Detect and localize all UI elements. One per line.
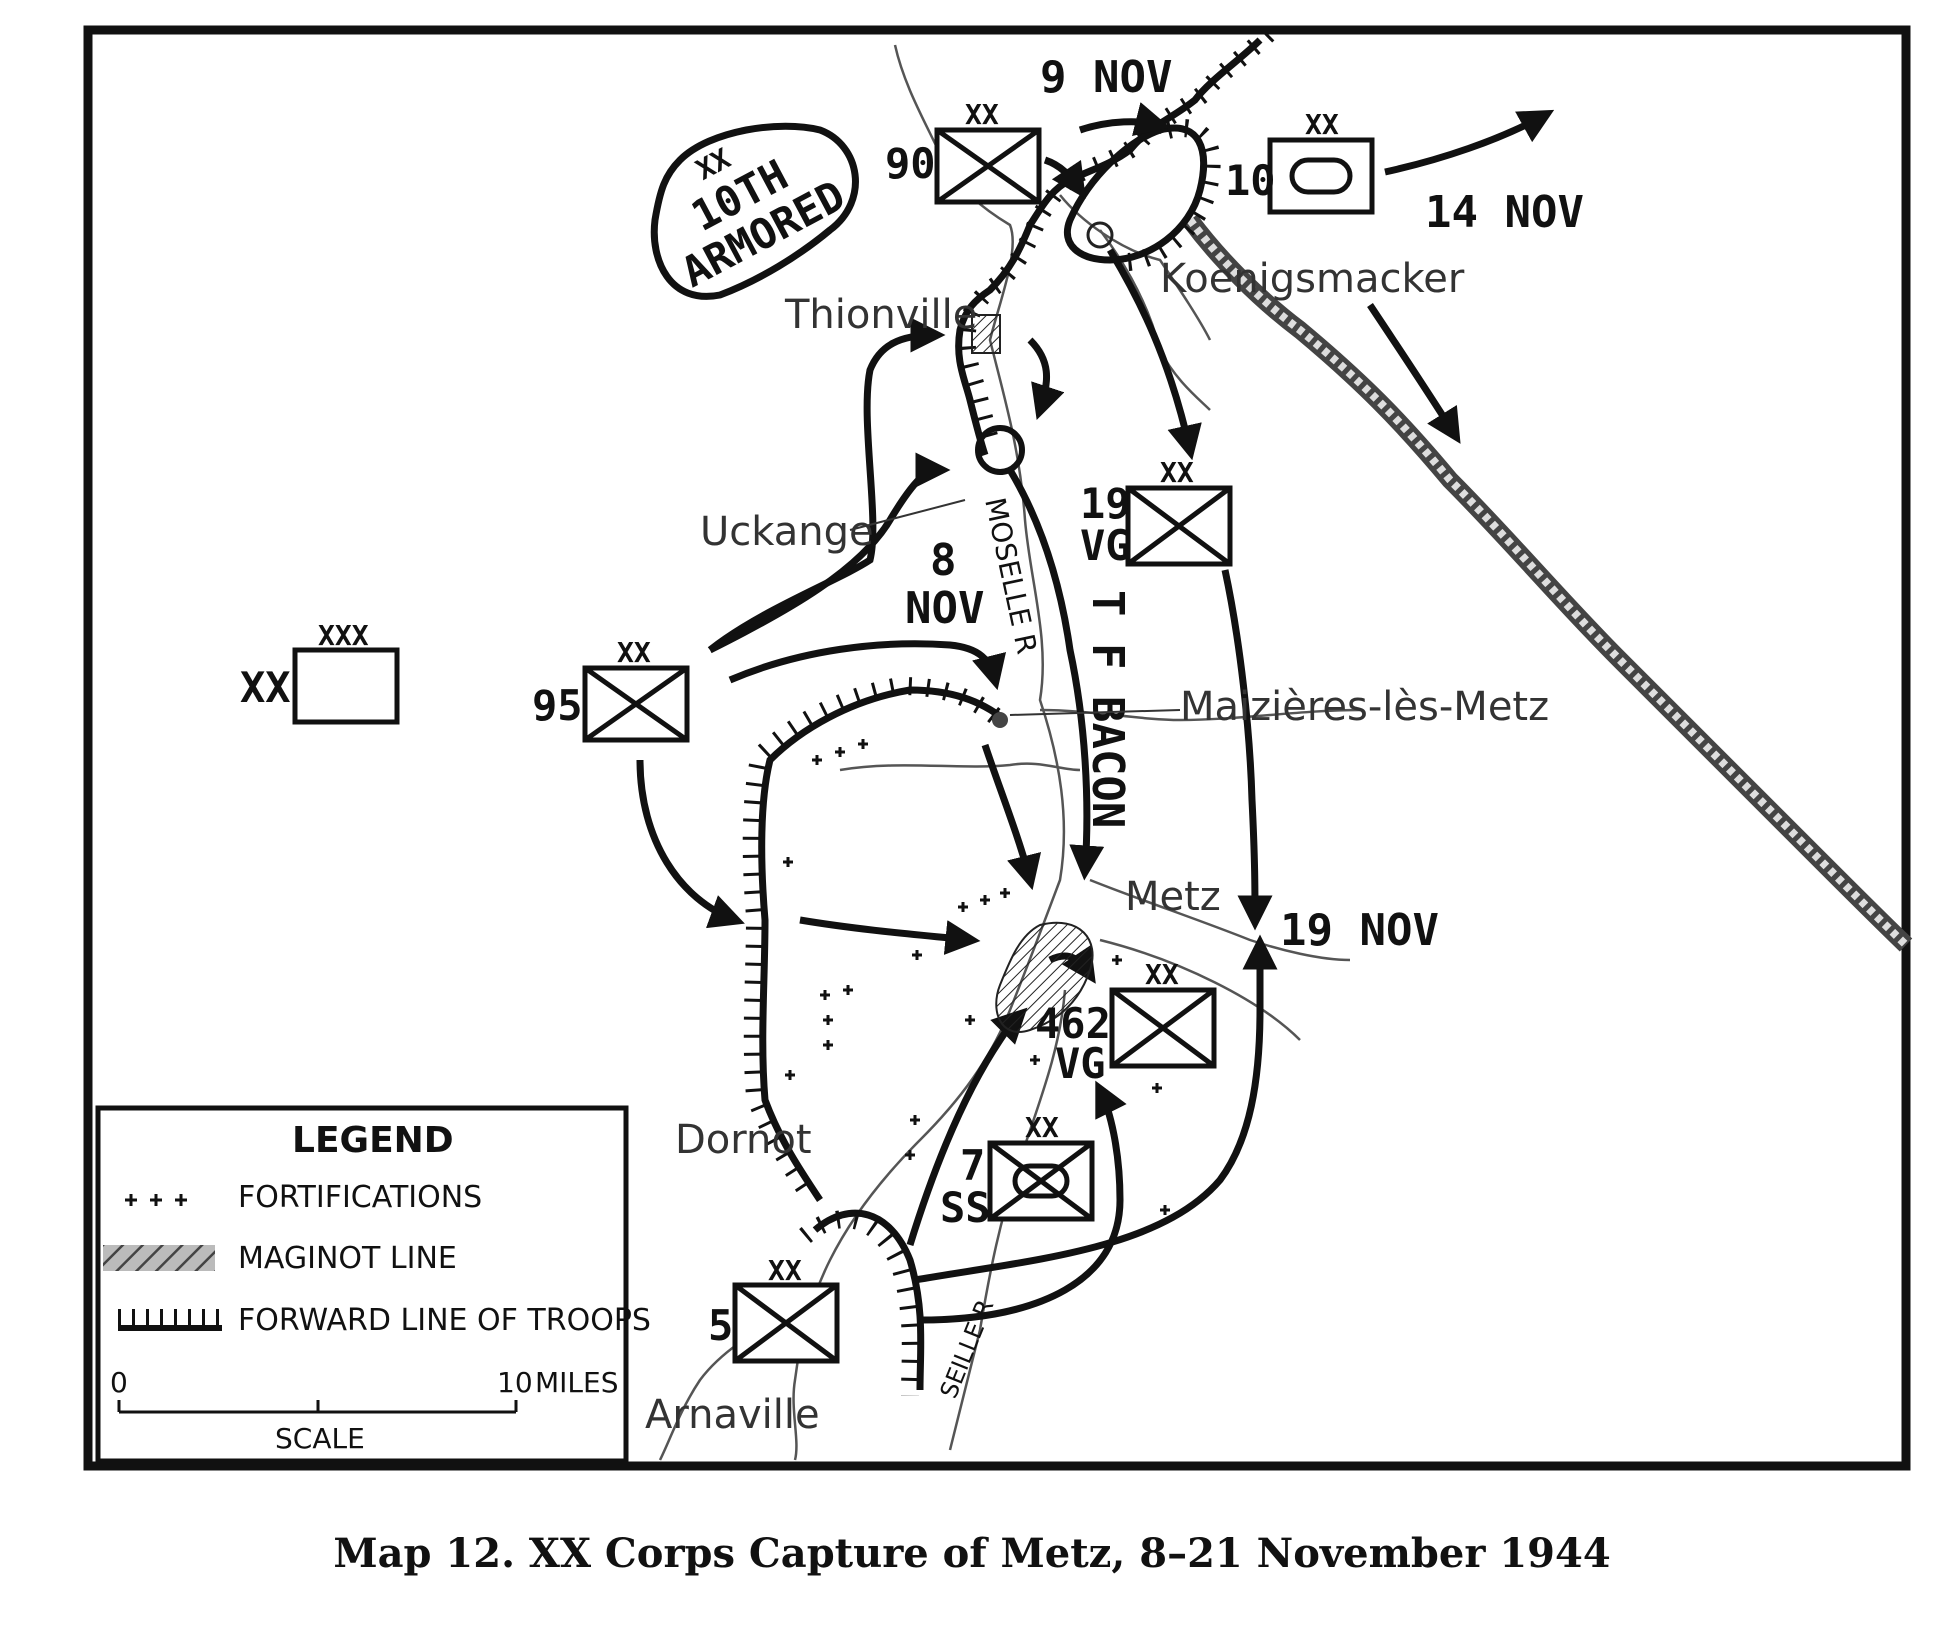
arrow-90-southeast [1043, 156, 1086, 199]
div-462vg-line1: 462 [1035, 999, 1111, 1048]
legend-forward-line-label: FORWARD LINE OF TROOPS [238, 1303, 651, 1338]
arrow-8nov-lower [728, 640, 1007, 691]
arrow-7ss-north [919, 1080, 1127, 1324]
task-force-bacon-label: T F BACON [1082, 590, 1133, 828]
legend-fortifications-symbol [125, 1194, 187, 1206]
legend-scale-unit: MILES [535, 1366, 618, 1399]
div-10-echelon: XX [1305, 108, 1339, 141]
unit-symbols [292, 127, 1375, 1364]
arrow-maizieres-south [981, 743, 1042, 891]
div-7ss-line1: 7 [960, 1141, 985, 1190]
arrow-95-south [636, 759, 745, 929]
div-5-echelon: XX [768, 1254, 802, 1287]
legend: LEGEND FORTIFICATIONS MAGINOT LINE FORWA… [95, 1105, 651, 1464]
legend-box [95, 1105, 629, 1464]
corps-xx-designation: XX [240, 663, 291, 712]
div-95-echelon: XX [617, 636, 651, 669]
unit-box-10 [1267, 137, 1375, 215]
unit-box-5 [732, 1282, 840, 1364]
place-metz: Metz [1125, 874, 1221, 920]
forward-line-north [955, 37, 1263, 457]
tenth-armored-area [650, 122, 859, 300]
div-19vg-echelon: XX [1160, 456, 1194, 489]
arrow-10-northeast [1384, 109, 1555, 176]
legend-scale-tick-10: 10 [497, 1366, 533, 1399]
date-8-nov-line2: NOV [905, 583, 984, 634]
legend-scale-tick-0: 0 [110, 1366, 128, 1399]
moselle-branch-north [1059, 194, 1212, 341]
place-uckange: Uckange [700, 509, 874, 555]
div-10-designation: 10 [1225, 156, 1276, 205]
arrow-thionville-down [1027, 337, 1065, 420]
div-90-designation: 90 [885, 139, 936, 188]
date-14-nov: 14 NOV [1425, 187, 1584, 238]
place-arnaville: Arnaville [645, 1392, 820, 1438]
unit-box-90 [934, 127, 1042, 205]
uckange-leader-line [849, 499, 966, 531]
div-462vg-echelon: XX [1145, 958, 1179, 991]
arrow-14nov-southeast [1367, 303, 1461, 444]
date-9-nov: 9 NOV [1040, 52, 1172, 103]
unit-box-462vg [1109, 987, 1217, 1069]
legend-scale-bar [117, 1400, 518, 1414]
place-thionville: Thionville [784, 292, 977, 338]
arrow-5-north-east [914, 934, 1278, 1284]
div-462vg-line2: VG [1055, 1039, 1106, 1088]
maginot-line [1182, 214, 1913, 952]
div-5-designation: 5 [708, 1301, 733, 1350]
arrow-thionville-loop [707, 317, 946, 653]
arrow-tf-bacon [1006, 468, 1105, 881]
date-8-nov-line1: 8 [930, 535, 957, 586]
seille-river [948, 989, 1067, 1451]
legend-title: LEGEND [292, 1120, 454, 1161]
place-maizieres: Maizières-lès-Metz [1180, 684, 1549, 730]
unit-box-corps-xx [292, 647, 400, 725]
legend-maginot-label: MAGINOT LINE [238, 1241, 457, 1276]
arnaville-bridgehead-ticks [799, 1210, 920, 1397]
unit-box-7ss [987, 1140, 1095, 1222]
arrow-90-east [1078, 102, 1171, 137]
place-koenigsmacker: Koenigsmacker [1160, 256, 1465, 302]
arrow-19vg-south [1221, 569, 1273, 931]
arrow-8nov-upper [708, 452, 951, 654]
arnaville-bridgehead [812, 1209, 925, 1391]
legend-fortifications-label: FORTIFICATIONS [238, 1180, 482, 1215]
uckange-town [975, 425, 1025, 475]
div-95-designation: 95 [532, 681, 583, 730]
arrow-koenigsmacker-south [1106, 248, 1202, 461]
legend-maginot-symbol [103, 1245, 215, 1271]
div-90-echelon: XX [965, 98, 999, 131]
div-19vg-line1: 19 [1080, 479, 1131, 528]
thionville-town [971, 314, 1001, 354]
div-19vg-line2: VG [1080, 521, 1131, 570]
date-19-nov: 19 NOV [1280, 905, 1439, 956]
metz-tributary-east [1099, 938, 1301, 1041]
moselle-river [792, 44, 1066, 1461]
div-7ss-echelon: XX [1025, 1111, 1059, 1144]
forward-lines [742, 27, 1275, 1397]
legend-forward-line-symbol [118, 1309, 222, 1331]
arrow-west-metz [799, 916, 981, 955]
maizieres-leader-line [1009, 709, 1181, 716]
unit-box-19vg [1125, 485, 1233, 567]
fortifications [783, 739, 1170, 1215]
div-7ss-line2: SS [940, 1183, 991, 1232]
koenigsmacker-town [1086, 221, 1114, 249]
movement-arrows [636, 102, 1555, 1324]
metz-city-area [995, 921, 1094, 1033]
place-dornot: Dornot [675, 1117, 812, 1163]
legend-scale-label: SCALE [275, 1422, 365, 1455]
corps-xx-echelon: XXX [318, 619, 369, 652]
map-caption: Map 12. XX Corps Capture of Metz, 8–21 N… [333, 1530, 1611, 1577]
koenigsmacker-bridgehead [1063, 124, 1208, 264]
unit-box-95 [582, 665, 690, 743]
maizieres-town [992, 712, 1008, 728]
